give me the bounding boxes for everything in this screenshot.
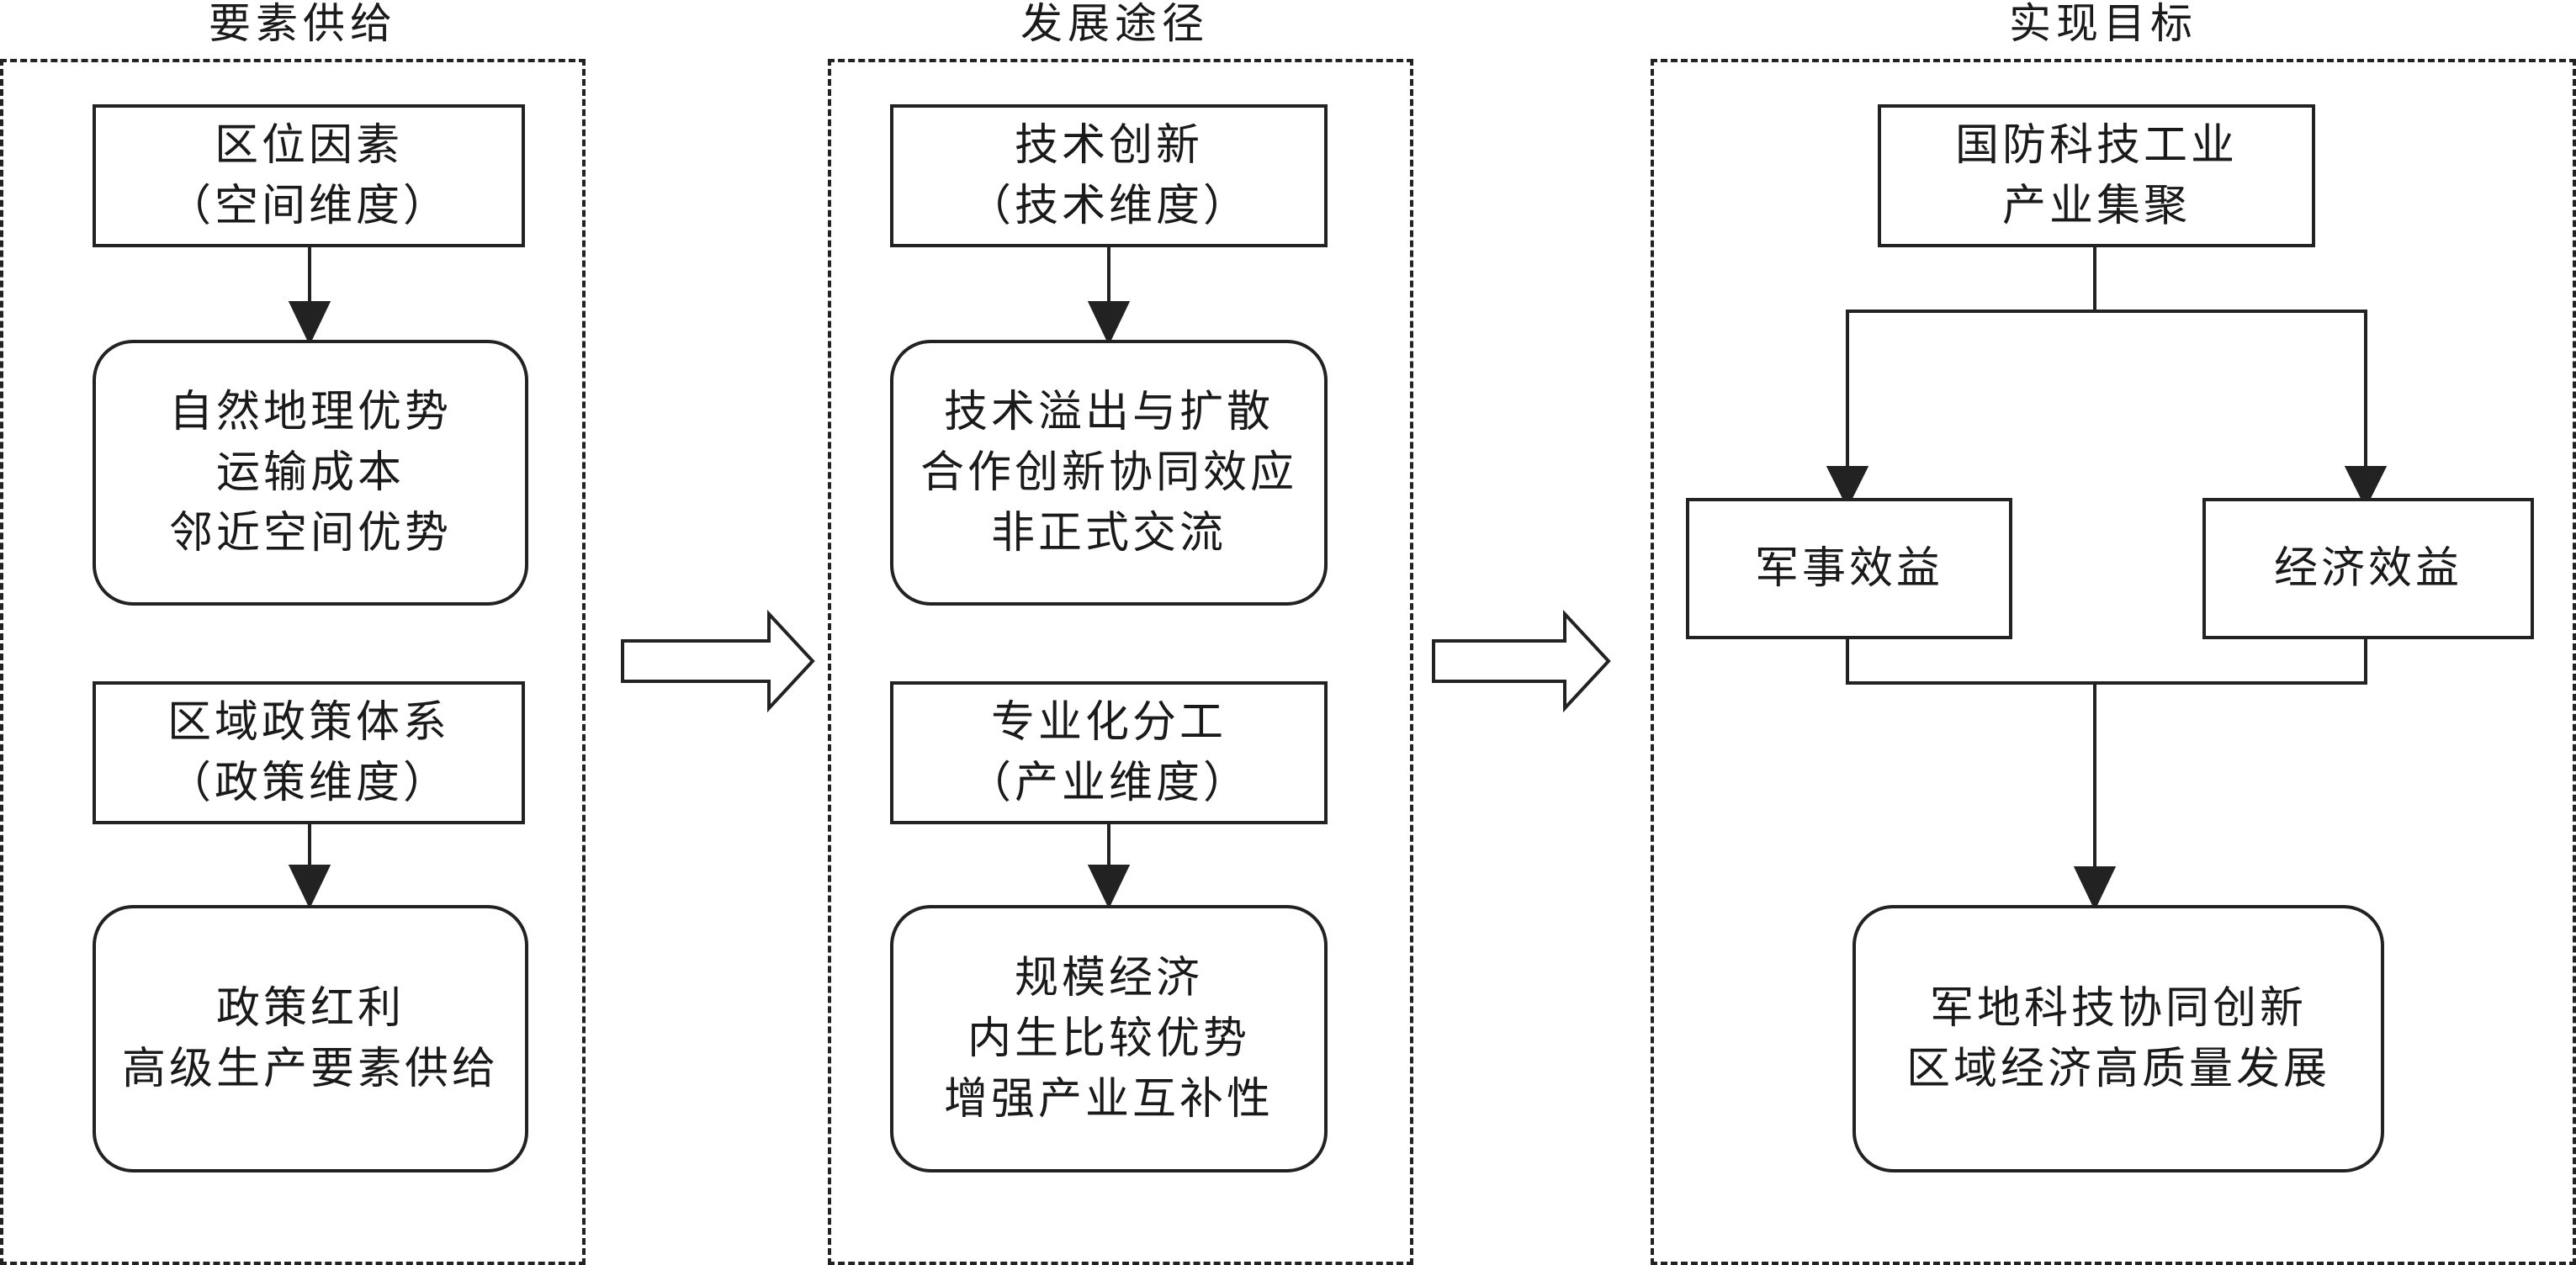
hollow-arrow-1	[621, 609, 815, 713]
box-line: 区域政策体系	[167, 697, 450, 748]
hollow-arrow-2	[1432, 609, 1611, 713]
final-goal-box: 军地科技协同创新 区域经济高质量发展	[1852, 905, 2384, 1172]
arrow-head	[2073, 866, 2117, 911]
box-line: 技术溢出与扩散	[943, 387, 1274, 437]
panel-title-path: 发展途径	[1020, 0, 1209, 48]
arrow-head	[1087, 865, 1131, 909]
panel-title-supply: 要素供给	[209, 0, 397, 48]
policy-detail-box: 政策红利 高级生产要素供给	[93, 905, 528, 1172]
tech-detail-box: 技术溢出与扩散 合作创新协同效应 非正式交流	[890, 340, 1328, 606]
box-line: 技术创新	[1014, 120, 1203, 171]
box-line: 军地科技协同创新	[1929, 983, 2307, 1034]
box-line: 专业化分工	[990, 697, 1227, 748]
arrow-head	[1087, 301, 1131, 346]
panel-supply	[0, 59, 586, 1265]
arrow-head	[288, 301, 331, 346]
policy-system-box: 区域政策体系 （政策维度）	[93, 681, 525, 824]
military-benefit-box: 军事效益	[1686, 498, 2012, 639]
box-line: 经济效益	[2273, 543, 2462, 594]
box-line: 高级生产要素供给	[121, 1044, 499, 1094]
panel-title-goal: 实现目标	[2009, 0, 2197, 48]
panel-goal	[1651, 59, 2576, 1265]
tech-innovation-box: 技术创新 （技术维度）	[890, 104, 1328, 247]
arrow-head	[288, 865, 331, 909]
box-line: 区位因素	[214, 120, 403, 171]
arrow-head	[2344, 466, 2388, 509]
box-line: 运输成本	[215, 447, 405, 498]
box-line: 国防科技工业	[1954, 120, 2238, 171]
industry-cluster-box: 国防科技工业 产业集聚	[1878, 104, 2315, 247]
specialization-detail-box: 规模经济 内生比较优势 增强产业互补性	[890, 905, 1328, 1172]
box-line: 自然地理优势	[168, 387, 452, 437]
box-line: 政策红利	[215, 983, 405, 1034]
box-line: （产业维度）	[967, 758, 1250, 808]
box-line: 增强产业互补性	[943, 1074, 1274, 1125]
box-line: 产业集聚	[2001, 181, 2191, 231]
specialization-box: 专业化分工 （产业维度）	[890, 681, 1328, 824]
panel-path	[828, 59, 1413, 1265]
economic-benefit-box: 经济效益	[2202, 498, 2534, 639]
box-line: （空间维度）	[167, 181, 450, 231]
box-line: 规模经济	[1014, 953, 1203, 1003]
branch-lines	[1846, 246, 2096, 471]
box-line: 邻近空间优势	[168, 508, 452, 558]
box-line: 非正式交流	[990, 508, 1227, 558]
box-line: （政策维度）	[167, 758, 450, 808]
box-line: 军事效益	[1754, 543, 1943, 594]
box-line: 内生比较优势	[967, 1014, 1250, 1064]
merge-lines	[1846, 638, 2367, 685]
location-detail-box: 自然地理优势 运输成本 邻近空间优势	[93, 340, 528, 606]
location-factor-box: 区位因素 （空间维度）	[93, 104, 525, 247]
box-line: 合作创新协同效应	[920, 447, 1297, 498]
box-line: （技术维度）	[967, 181, 1250, 231]
arrow-head	[1826, 466, 1869, 509]
box-line: 区域经济高质量发展	[1905, 1044, 2330, 1094]
